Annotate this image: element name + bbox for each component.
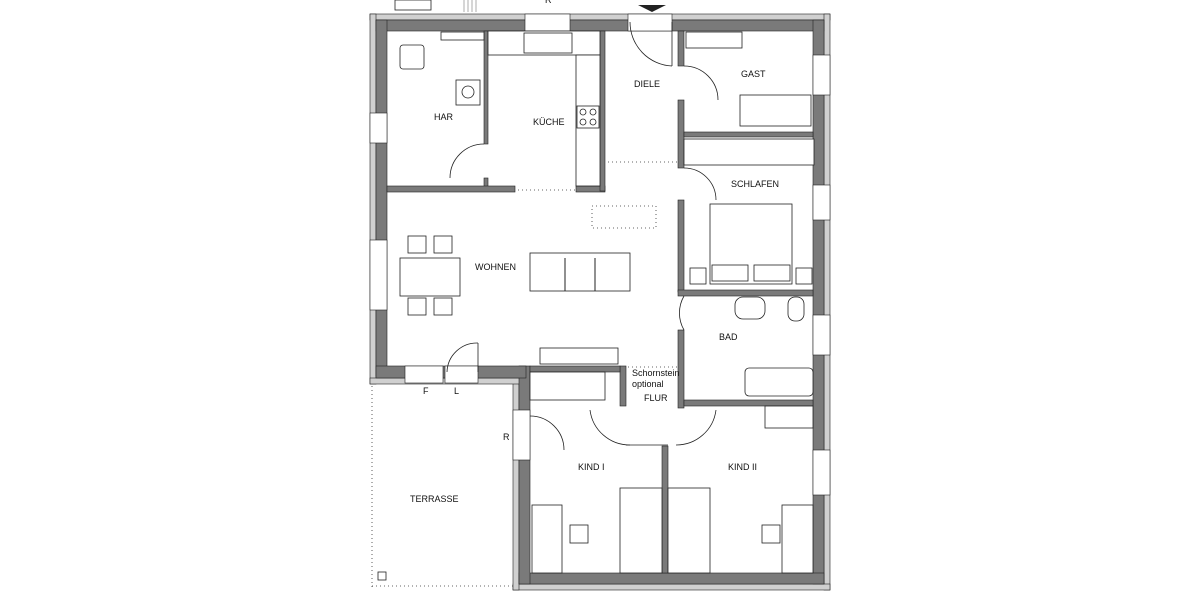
optional-label: optional — [632, 379, 664, 389]
window-label-r: R — [503, 432, 510, 442]
washbasin — [734, 296, 766, 320]
openings — [369, 13, 831, 496]
dining-table — [399, 257, 461, 297]
schornstein-label: Schornstein — [632, 368, 680, 378]
guest-shelf — [685, 31, 743, 49]
room-label-gast: GAST — [741, 69, 766, 79]
room-label-terrasse: TERRASSE — [410, 494, 459, 504]
guest-bed — [739, 94, 812, 127]
bathtub — [744, 367, 814, 397]
toilet — [787, 296, 805, 322]
stove — [576, 105, 600, 129]
kitchen-sink — [523, 32, 573, 54]
tv-sideboard — [539, 347, 619, 365]
top-mark-label: R — [545, 0, 552, 5]
room-label-flur: FLUR — [644, 393, 668, 403]
room-label-bad: BAD — [719, 332, 738, 342]
kind2-desk — [764, 405, 814, 429]
kind1-bed — [619, 487, 663, 574]
room-label-kueche: KÜCHE — [533, 117, 565, 127]
kind1-desk — [531, 504, 563, 574]
room-label-wohnen: WOHNEN — [475, 262, 516, 272]
furniture — [377, 30, 815, 581]
room-label-kind2: KIND II — [728, 462, 757, 472]
kind2-wardrobe — [781, 504, 814, 574]
wardrobe — [683, 138, 815, 166]
flur-cabinet — [529, 371, 606, 401]
room-label-kind1: KIND I — [578, 462, 605, 472]
window-label-l: L — [454, 386, 459, 396]
opening-dotted-lines — [371, 161, 678, 590]
utility-fixture — [440, 31, 485, 41]
room-label-diele: DIELE — [634, 79, 660, 89]
room-label-har: HAR — [434, 112, 454, 122]
sofa — [529, 252, 631, 292]
interior-walls — [386, 30, 814, 574]
room-label-schlafen: SCHLAFEN — [731, 179, 779, 189]
entrance-arrow-icon — [638, 5, 666, 12]
room-labels: HAR KÜCHE DIELE GAST SCHLAFEN WOHNEN BAD… — [410, 69, 779, 504]
vent-lines — [463, 0, 477, 12]
door-swings — [446, 21, 719, 451]
kind2-bed — [667, 487, 711, 574]
washing-machine — [399, 44, 425, 70]
skylight — [591, 205, 657, 229]
window-label-f: F — [423, 386, 429, 396]
exterior-unit — [394, 0, 432, 11]
